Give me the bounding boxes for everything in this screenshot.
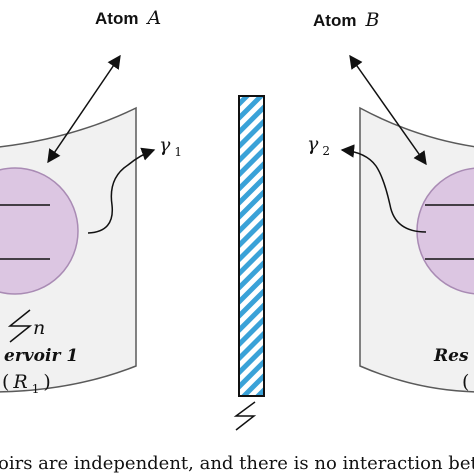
gamma-2-emission-arrow: [340, 144, 427, 233]
atom-a-circle: [0, 167, 79, 295]
atom-a-prefix: Atom: [95, 9, 138, 28]
n-squiggle: [7, 309, 33, 343]
gamma-1-symbol: γ: [159, 134, 171, 156]
reservoir-1-name: ervoir 1: [4, 346, 78, 366]
gamma-2-label: γ 2: [307, 133, 330, 158]
gamma-2-symbol: γ: [307, 133, 319, 155]
gamma-1-label: γ 1: [159, 134, 182, 159]
reservoir-2-paren-open: (: [462, 371, 469, 393]
gamma-1-subscript: 1: [174, 145, 182, 159]
atom-b-prefix: Atom: [313, 11, 356, 30]
reservoir-1-letter: R: [12, 371, 27, 393]
atom-b-label: Atom B: [313, 9, 379, 31]
reservoir-1-paren-close: ): [43, 371, 50, 393]
figure-caption: oirs are independent, and there is no in…: [0, 453, 474, 474]
atom-a-label: Atom A: [95, 7, 161, 29]
n-label: n: [33, 317, 45, 339]
gamma-1-emission-arrow: [87, 147, 156, 234]
reservoir-1-symbol: ( R 1 ): [2, 371, 51, 397]
mirror-squiggle: [233, 401, 257, 431]
gamma-2-subscript: 2: [322, 144, 330, 158]
reservoir-2-name: Res: [433, 346, 469, 366]
reservoir-1-subscript: 1: [32, 382, 40, 396]
mirror: [238, 95, 265, 397]
atom-b-letter: B: [364, 9, 379, 31]
atom-a-letter: A: [145, 7, 161, 29]
reservoir-1-paren-open: (: [2, 371, 9, 393]
atom-a-arrow: [47, 54, 121, 164]
atom-b-arrow: [349, 54, 427, 166]
